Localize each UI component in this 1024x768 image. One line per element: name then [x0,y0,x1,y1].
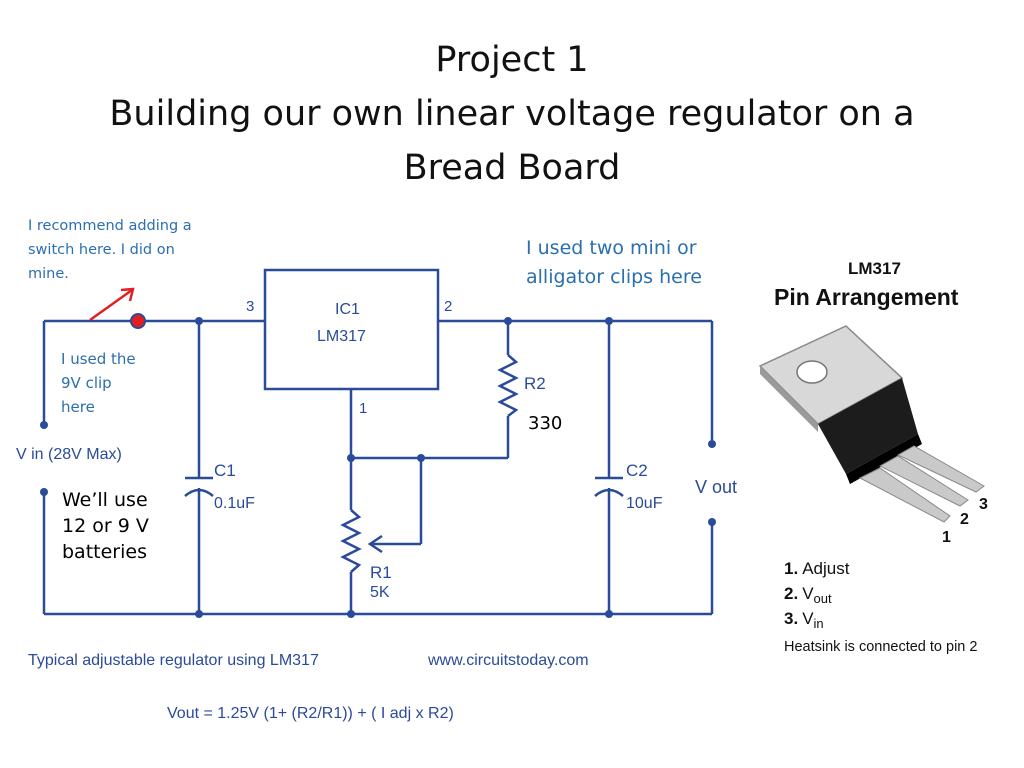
title-line-3: Bread Board [403,148,621,188]
ic-part-label: LM317 [317,328,366,345]
r2-label: R2 [524,374,546,393]
ic-name-label: IC1 [335,301,360,318]
switch-note: I recommend adding a switch here. I did … [28,218,192,282]
pinout-title: Pin Arrangement [774,284,959,310]
pinout-title-part: LM317 [848,259,901,278]
c1-label: C1 [214,461,236,480]
heatsink-note: Heatsink is connected to pin 2 [784,639,977,655]
page-title: Project 1 Building our own linear voltag… [0,33,1024,195]
clips-note: I used two mini or alligator clips here [526,237,702,288]
vout-terminal-bottom [708,518,716,526]
c2-label: C2 [626,461,648,480]
nine-volt-note: I used the 9V clip here [61,350,136,416]
title-line-2: Building our own linear voltage regulato… [109,94,915,134]
vin-label: V in (28V Max) [16,446,122,463]
pin2-label: 2 [444,298,452,315]
switch-arrow [89,288,133,322]
vin-terminal-bottom [40,488,48,496]
pin3-label: 3 [246,298,254,315]
r1-label: R1 [370,563,392,582]
pinout-legend: 1.Adjust 2.Vout 3.Vin Heatsink is connec… [784,559,977,655]
r2-value-note: 330 [528,413,563,434]
batteries-note: We’ll use 12 or 9 V batteries [62,489,149,563]
pin-number-3: 3 [979,496,988,513]
pin-number-1: 1 [942,529,951,546]
circuit-caption: Typical adjustable regulator using LM317 [28,652,319,669]
vout-formula: Vout = 1.25V (1+ (R2/R1)) + ( I adj x R2… [167,705,454,722]
pin1-label: 1 [359,400,367,417]
svg-text:2.Vout: 2.Vout [784,584,832,606]
to220-package-illustration [758,325,985,523]
title-line-1: Project 1 [435,40,589,80]
vin-terminal-top [40,421,48,429]
svg-text:3.Vin: 3.Vin [784,609,824,631]
c2-value: 10uF [626,495,663,512]
source-url: www.circuitstoday.com [427,652,589,669]
vout-label: V out [695,477,737,497]
pin-number-2: 2 [960,511,969,528]
regulator-schematic: IC1 LM317 3 2 1 R2 C1 0.1uF C2 10uF R1 5… [16,268,737,722]
c1-value: 0.1uF [214,495,255,512]
svg-text:1.Adjust: 1.Adjust [784,559,850,578]
vout-terminal-top [708,440,716,448]
switch-point-marker [130,313,146,329]
r1-value: 5K [370,584,390,601]
